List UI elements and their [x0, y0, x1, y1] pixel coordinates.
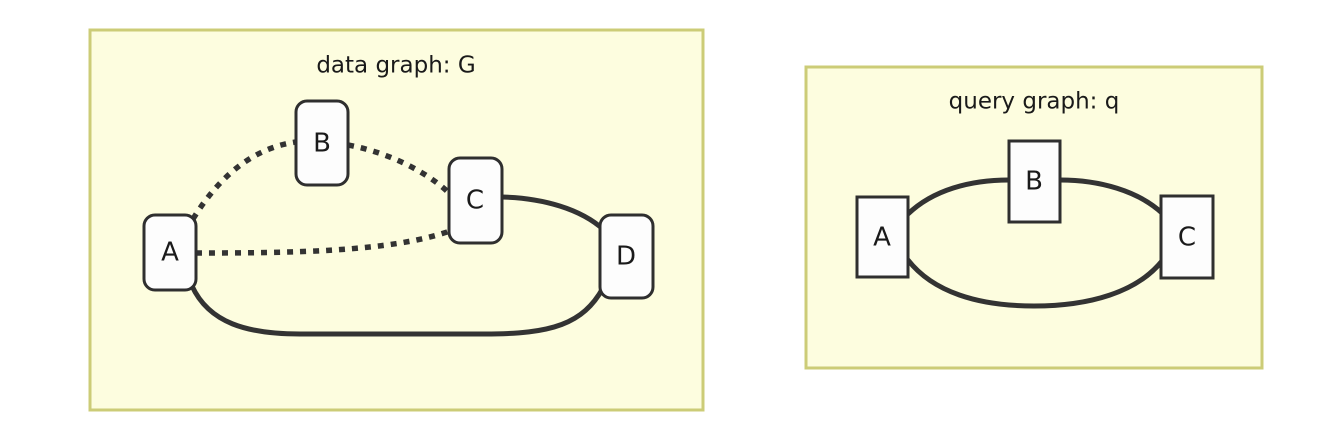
- node-c-data-graph[interactable]: C: [447, 156, 504, 245]
- node-d-data-graph[interactable]: D: [598, 213, 655, 300]
- node-a-query-graph[interactable]: A: [855, 195, 910, 279]
- node-q-a-box[interactable]: [855, 195, 910, 279]
- edge-q-a-b-solid: [905, 177, 1012, 217]
- node-c-query-graph[interactable]: C: [1159, 194, 1215, 280]
- node-a-label: A: [161, 238, 179, 268]
- node-q-b-box[interactable]: [1007, 139, 1062, 224]
- edge-q-b-c-solid: [1057, 177, 1165, 216]
- panel-data-graph: data graph: G A B C D: [88, 28, 705, 412]
- edge-c-d-solid: [499, 194, 607, 233]
- node-q-c-box[interactable]: [1159, 194, 1215, 280]
- node-c-label: C: [466, 186, 484, 216]
- node-b-query-graph[interactable]: B: [1007, 139, 1062, 224]
- edge-a-d-solid: [189, 283, 606, 337]
- node-a-data-graph[interactable]: A: [142, 213, 198, 292]
- node-d-label: D: [616, 242, 636, 272]
- edge-group-query-graph: [905, 177, 1165, 309]
- node-q-a-label: A: [873, 223, 891, 253]
- edge-b-c-dashed: [347, 142, 454, 198]
- node-c-box[interactable]: [447, 156, 504, 245]
- node-d-box[interactable]: [598, 213, 655, 300]
- panel-query-graph: query graph: q A B C: [804, 65, 1264, 370]
- panel-title-query-graph: query graph: q: [949, 89, 1120, 115]
- node-b-label: B: [313, 129, 331, 159]
- node-a-box[interactable]: [142, 213, 198, 292]
- node-b-box[interactable]: [294, 99, 350, 187]
- edge-q-a-c-solid: [905, 257, 1165, 309]
- node-q-c-label: C: [1178, 223, 1196, 253]
- panel-title-data-graph: data graph: G: [316, 53, 475, 79]
- node-b-data-graph[interactable]: B: [294, 99, 350, 187]
- node-q-b-label: B: [1025, 167, 1043, 197]
- edge-group-data-graph: [189, 139, 607, 337]
- edge-a-b-dashed: [190, 139, 297, 221]
